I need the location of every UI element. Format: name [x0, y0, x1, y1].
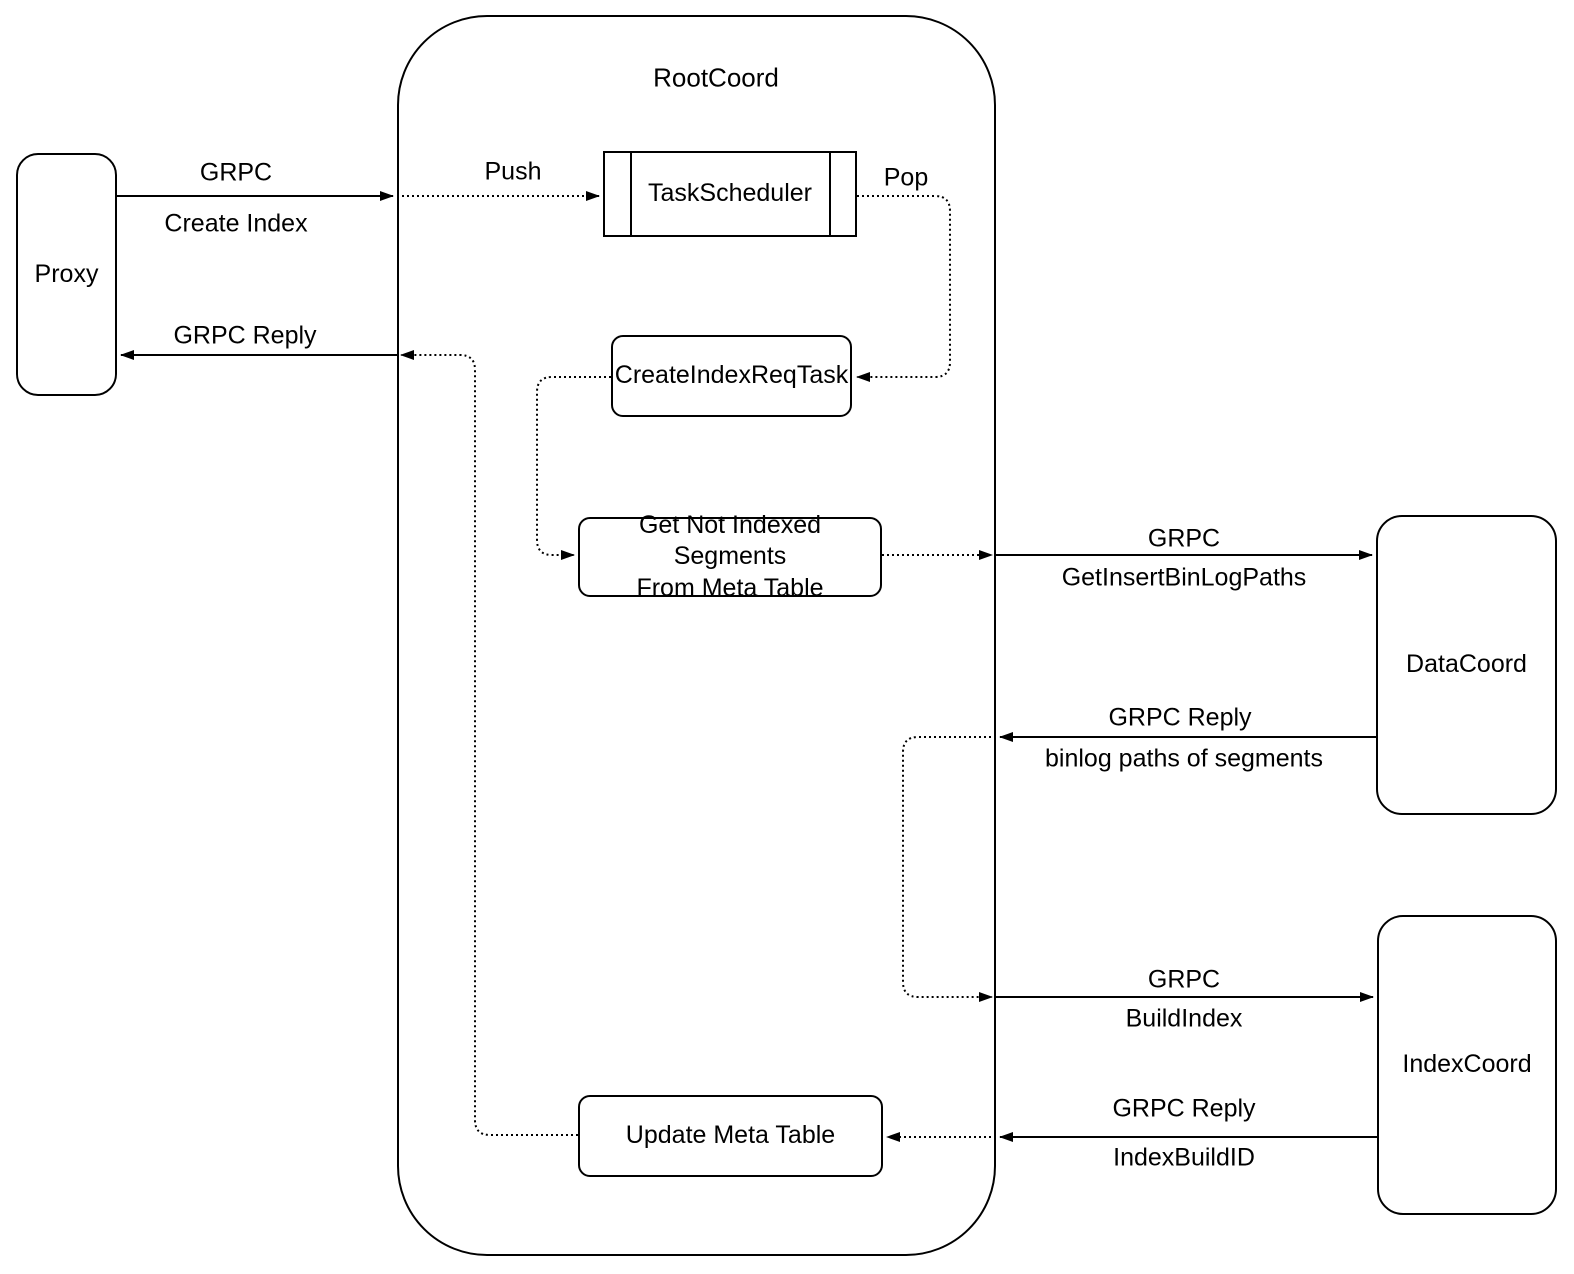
node-task-scheduler-label: TaskScheduler [648, 179, 812, 208]
node-update-meta-table-label: Update Meta Table [625, 1121, 836, 1150]
get-not-indexed-line2: From Meta Table [636, 573, 824, 602]
rootcoord-title: RootCoord [653, 62, 779, 93]
label-get-insert-binlog-line2: GetInsertBinLogPaths [1061, 563, 1307, 592]
edge-pop [856, 195, 951, 382]
label-pop: Pop [883, 163, 929, 192]
label-build-index-line2: BuildIndex [1125, 1004, 1243, 1033]
node-task-scheduler: TaskScheduler [603, 151, 857, 237]
node-get-not-indexed-segments: Get Not Indexed Segments From Meta Table [578, 511, 882, 602]
node-create-index-req-task: CreateIndexReqTask [611, 335, 852, 417]
label-push: Push [484, 157, 542, 186]
label-index-build-id-line1: GRPC Reply [1112, 1094, 1256, 1123]
edge-update-meta-to-reply [400, 350, 578, 1136]
label-grpc-create-index-line1: GRPC [199, 158, 273, 187]
node-data-coord-label: DataCoord [1406, 650, 1527, 679]
node-update-meta-table: Update Meta Table [578, 1095, 883, 1177]
node-index-coord-label: IndexCoord [1402, 1050, 1532, 1079]
label-grpc-reply-proxy: GRPC Reply [173, 321, 317, 350]
node-proxy: Proxy [16, 153, 117, 396]
label-binlog-reply-line2: binlog paths of segments [1045, 744, 1323, 773]
get-not-indexed-line1: Get Not Indexed Segments [638, 511, 822, 571]
label-binlog-reply-line1: GRPC Reply [1108, 703, 1252, 732]
rootcoord-container [397, 15, 996, 1256]
label-index-build-id-line2: IndexBuildID [1113, 1143, 1255, 1172]
edge-binlog-reply-route [902, 736, 996, 1002]
task-scheduler-right-bar [829, 153, 831, 235]
task-scheduler-left-bar [630, 153, 632, 235]
node-get-not-indexed-segments-label: Get Not Indexed Segments From Meta Table [580, 510, 880, 604]
node-create-index-req-task-label: CreateIndexReqTask [614, 361, 849, 390]
label-get-insert-binlog-line1: GRPC [1147, 524, 1221, 553]
node-index-coord: IndexCoord [1377, 915, 1557, 1215]
node-data-coord: DataCoord [1376, 515, 1557, 815]
node-proxy-label: Proxy [34, 259, 99, 288]
label-build-index-line1: GRPC [1147, 965, 1221, 994]
edge-task-to-get-segments [536, 376, 611, 560]
label-grpc-create-index-line2: Create Index [164, 209, 308, 238]
